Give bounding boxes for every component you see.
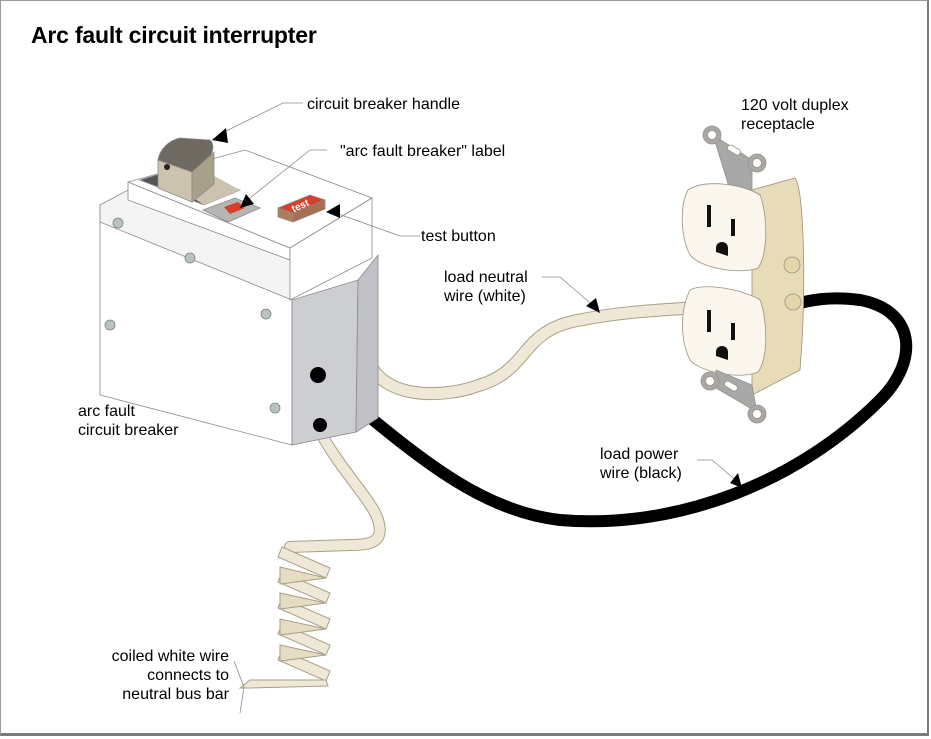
leader-afb-label	[244, 149, 327, 203]
label-neutral-wire-line1: load neutral	[444, 269, 528, 286]
coil-lead-out	[238, 679, 329, 689]
arrow-handle-icon	[212, 128, 228, 143]
label-receptacle-line1: 120 volt duplex	[741, 97, 849, 114]
label-coiled-wire: coiled white wire connects to neutral bu…	[84, 647, 229, 704]
label-coiled-line3: neutral bus bar	[122, 686, 229, 703]
load-power-wire	[312, 292, 913, 528]
label-test-button: test button	[421, 228, 496, 245]
white-wire-hole	[313, 418, 327, 432]
label-receptacle: 120 volt duplex receptacle	[741, 96, 849, 134]
black-wire-hole	[310, 367, 326, 383]
label-receptacle-line2: receptacle	[741, 116, 815, 133]
label-arc-fault-breaker-label: "arc fault breaker" label	[340, 143, 506, 160]
label-arc-fault-breaker: arc fault circuit breaker	[78, 402, 178, 440]
label-neutral-wire: load neutral wire (white)	[444, 268, 528, 306]
coiled-white-wire	[238, 422, 386, 689]
breaker-upper-right	[289, 197, 373, 301]
leader-lines	[217, 102, 739, 714]
label-power-wire: load power wire (black)	[600, 445, 682, 483]
arrow-afb-icon	[240, 194, 254, 208]
handle-pivot	[164, 164, 170, 170]
label-circuit-breaker-handle: circuit breaker handle	[307, 96, 460, 113]
arrow-power-icon	[730, 473, 742, 488]
coil-loops	[277, 546, 331, 682]
terminal-screw-upper	[783, 256, 801, 274]
label-power-wire-line1: load power	[600, 446, 679, 463]
label-coiled-line1: coiled white wire	[111, 648, 229, 665]
arc-fault-circuit-breaker	[99, 137, 379, 446]
leader-handle	[217, 102, 303, 136]
receptacle-face-lower	[682, 286, 767, 376]
label-power-wire-line2: wire (black)	[600, 465, 682, 482]
leader-power-wire	[697, 459, 739, 483]
load-neutral-wire	[359, 301, 697, 400]
label-coiled-line2: connects to	[147, 667, 229, 684]
diagram-title: Arc fault circuit interrupter	[31, 22, 317, 48]
label-neutral-wire-line2: wire (white)	[444, 288, 526, 305]
leader-coiled-wire	[233, 660, 245, 714]
handle-side	[191, 151, 215, 203]
breaker-end-bevel	[355, 253, 379, 433]
arrow-neutral-icon	[586, 298, 600, 313]
terminal-screw-lower	[784, 293, 802, 311]
afb-label-red	[224, 202, 245, 214]
label-breaker-line2: circuit breaker	[78, 422, 179, 439]
strap-bottom	[715, 369, 758, 413]
test-button-side	[292, 199, 326, 223]
leader-test-button	[332, 211, 420, 237]
receptacle-face-upper	[681, 183, 767, 272]
leader-arrows	[212, 128, 742, 488]
coil-lead-up	[284, 422, 386, 553]
label-breaker-line1: arc fault	[78, 403, 135, 420]
arrow-test-icon	[326, 204, 340, 218]
duplex-receptacle	[681, 125, 805, 424]
leader-neutral-wire	[542, 276, 597, 309]
breaker-screws	[104, 217, 281, 414]
